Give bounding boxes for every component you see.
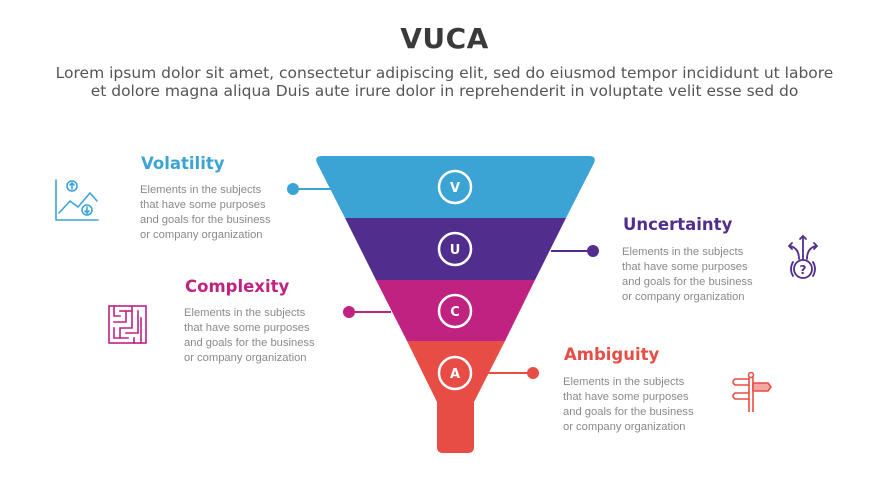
subtitle-line-2: et dolore magna aliqua Duis aute irure d… bbox=[90, 82, 799, 100]
letter-circle-a: A bbox=[437, 355, 473, 391]
subtitle-line-1: Lorem ipsum dolor sit amet, consectetur … bbox=[55, 64, 834, 82]
complexity-description: Elements in the subjects that have some … bbox=[184, 307, 315, 364]
svg-text:?: ? bbox=[800, 263, 807, 277]
connector-uncertainty bbox=[551, 245, 599, 257]
ambiguity-title: Ambiguity bbox=[564, 345, 660, 364]
uncertainty-description: Elements in the subjects that have some … bbox=[622, 246, 753, 303]
uncertainty-title: Uncertainty bbox=[623, 215, 733, 234]
signpost-icon bbox=[732, 371, 772, 412]
connector-complexity bbox=[343, 306, 391, 318]
letter-a: A bbox=[450, 367, 460, 382]
funnel-band-complexity bbox=[376, 280, 535, 341]
question-arrows-icon: ? bbox=[788, 235, 818, 279]
page-title: VUCA bbox=[400, 22, 489, 55]
funnel bbox=[316, 156, 595, 453]
funnel-band-ambiguity bbox=[407, 341, 505, 453]
letter-circle-v: V bbox=[437, 169, 473, 205]
maze-icon bbox=[108, 305, 147, 344]
letter-v: V bbox=[450, 181, 460, 196]
connector-ambiguity bbox=[488, 367, 539, 379]
complexity-title: Complexity bbox=[185, 277, 290, 296]
ambiguity-description: Elements in the subjects that have some … bbox=[563, 376, 694, 433]
letter-circle-u: U bbox=[437, 231, 473, 267]
chart-up-down-icon bbox=[55, 179, 99, 221]
page-subtitle: Lorem ipsum dolor sit amet, consectetur … bbox=[20, 64, 869, 100]
volatility-title: Volatility bbox=[141, 154, 225, 173]
volatility-description: Elements in the subjects that have some … bbox=[140, 184, 271, 241]
funnel-band-uncertainty bbox=[345, 218, 566, 280]
letter-c: C bbox=[450, 305, 460, 320]
letter-u: U bbox=[450, 243, 461, 258]
funnel-band-volatility bbox=[316, 156, 595, 218]
letter-circle-c: C bbox=[437, 293, 473, 329]
connector-volatility bbox=[287, 183, 331, 195]
